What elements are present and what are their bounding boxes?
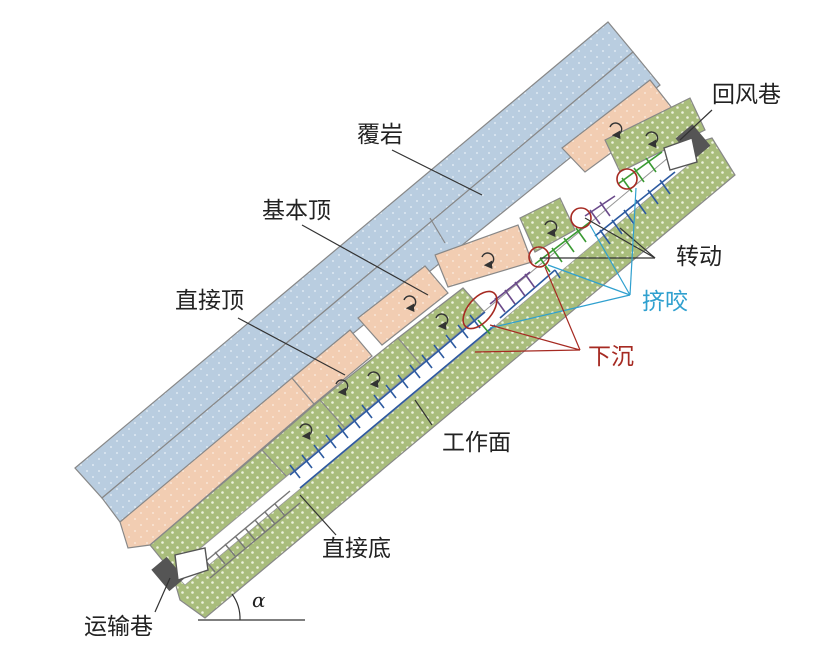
- dip-angle-label: α: [252, 588, 266, 612]
- rotation-arrow-icon: [299, 122, 659, 440]
- supports-blue-lower-frame: [499, 269, 561, 319]
- return-airway-label: 回风巷: [712, 82, 781, 108]
- roadway-support-icon: [151, 124, 711, 592]
- subsidence-markers: [462, 168, 638, 330]
- immediate-roof-label: 直接顶: [175, 288, 244, 314]
- squeeze-label: 挤咬: [642, 289, 688, 315]
- subsidence-label: 下沉: [588, 344, 634, 370]
- haulage-roadway-label: 运输巷: [84, 614, 153, 640]
- squeeze-leader-lines: [489, 187, 637, 329]
- immediate-floor-label: 直接底: [322, 536, 391, 562]
- main-roof-label: 基本顶: [262, 198, 331, 224]
- subsidence-leader-lines: [474, 266, 581, 353]
- leader-lines: [154, 109, 713, 613]
- dip-angle-indicator: [198, 593, 305, 621]
- supports-blue: [289, 311, 496, 489]
- supports-white: [199, 490, 301, 579]
- overburden-strata: [74, 21, 661, 523]
- rotation-label: 转动: [676, 244, 722, 270]
- overburden-label: 覆岩: [357, 122, 403, 148]
- main-roof-blocks: [119, 79, 673, 549]
- working-face-label: 工作面: [442, 430, 511, 456]
